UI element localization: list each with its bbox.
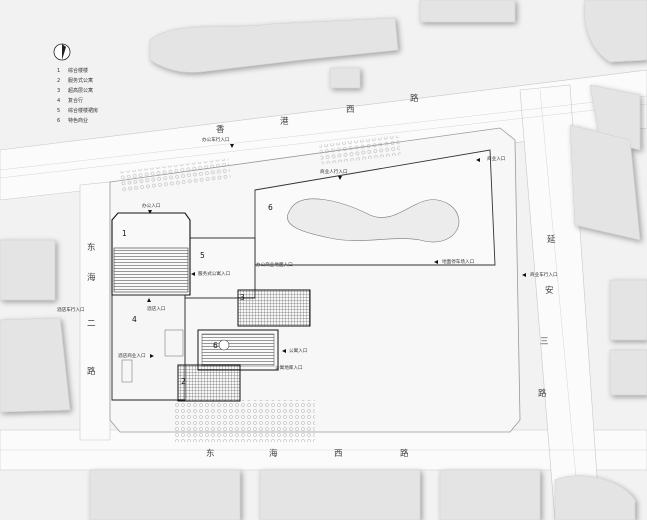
building-number-6-north: 6 — [268, 203, 273, 212]
building-number-4: 4 — [132, 315, 137, 324]
road-lines — [0, 89, 647, 520]
context-building — [149, 17, 399, 73]
context-building — [329, 67, 361, 89]
context-building — [569, 124, 641, 241]
svg-text:二: 二 — [87, 319, 97, 329]
entrance-parking-north: 地面停车场入口 — [442, 258, 475, 265]
arrow-icon — [522, 273, 526, 277]
svg-text:三: 三 — [540, 337, 550, 347]
svg-text:海: 海 — [87, 272, 97, 283]
legend-number: 5 — [57, 108, 60, 114]
entrance-office-garage: 办公商业地面入口 — [256, 261, 293, 268]
arrow-icon — [338, 176, 342, 180]
entrance-retail-east: 商业人行入口 — [320, 168, 348, 175]
svg-text:西: 西 — [346, 105, 356, 115]
entrance-apartment: 服务式公寓入口 — [198, 270, 231, 277]
building-4-void — [164, 329, 184, 357]
arrow-icon — [148, 210, 152, 214]
tree-band-north — [119, 158, 231, 194]
entrance-office-north: 办公车行入口 — [202, 136, 230, 143]
svg-text:路: 路 — [400, 448, 410, 459]
west-road — [79, 181, 111, 441]
north-arrow-needle — [62, 44, 66, 60]
building-6-mid-roof — [201, 333, 275, 367]
arrow-icon — [191, 272, 195, 276]
legend-number: 2 — [57, 78, 60, 84]
entrance-retail-mid: 酒店商业入口 — [118, 352, 146, 359]
svg-text:路: 路 — [87, 366, 97, 377]
tree-band-south — [175, 400, 315, 442]
svg-text:路: 路 — [410, 93, 420, 104]
context-building — [554, 475, 636, 520]
legend-number: 1 — [57, 68, 60, 74]
svg-text:东: 东 — [206, 448, 216, 459]
legend-number: 4 — [57, 98, 60, 104]
arrow-icon — [282, 349, 286, 353]
svg-text:海: 海 — [269, 448, 279, 459]
svg-text:西: 西 — [334, 449, 344, 459]
arrow-icon — [434, 260, 438, 264]
east-road-label: 延 安 三 路 — [538, 234, 557, 399]
legend-label: 综合楼楼 — [68, 67, 88, 74]
legend-label: 超高层公寓 — [68, 87, 93, 94]
legend-number: 3 — [57, 88, 60, 94]
tree-band-north2 — [319, 135, 401, 165]
entrance-arrows — [147, 144, 526, 358]
svg-text:延: 延 — [547, 234, 557, 245]
context-building — [0, 239, 56, 301]
context-building — [89, 469, 241, 520]
entrance-apartment-south: 公寓入口 — [289, 347, 308, 354]
building-number-6-mid: 6 — [213, 341, 218, 350]
entrance-apartment-lobby: 公寓地库入口 — [275, 364, 303, 371]
context-building — [609, 279, 647, 341]
legend-label: 复合行 — [68, 97, 83, 104]
context-building — [0, 317, 71, 413]
arrow-icon — [150, 354, 154, 358]
arrow-icon — [230, 144, 234, 148]
courtyard — [287, 198, 460, 243]
svg-text:香: 香 — [216, 124, 226, 135]
south-road-label: 东 海 西 路 — [206, 448, 410, 459]
west-road-label: 东 海 二 路 — [87, 242, 97, 377]
svg-text:东: 东 — [87, 242, 97, 253]
building-2 — [177, 364, 241, 402]
building-number-1: 1 — [122, 229, 127, 238]
entrance-hotel-south: 酒店入口 — [147, 305, 166, 312]
building-number-5: 5 — [200, 251, 205, 260]
context-building — [584, 0, 647, 63]
context-building — [439, 469, 541, 520]
legend — [53, 43, 71, 61]
entrance-shop: 商业入口 — [487, 155, 506, 162]
entrance-labels: 办公车行入口 商业入口 商业人行入口 办公入口 服务式公寓入口 办公商业地面入口… — [57, 136, 558, 371]
legend-label: 服务式公寓 — [68, 77, 93, 84]
entrance-west-pedestrian: 酒店车行入口 — [57, 306, 85, 313]
context-building — [419, 0, 516, 23]
svg-text:港: 港 — [280, 116, 290, 127]
context-building — [259, 469, 421, 520]
svg-text:路: 路 — [538, 388, 548, 399]
context-building — [609, 349, 647, 396]
building-number-2: 2 — [181, 377, 186, 386]
building-1-roof — [113, 247, 189, 293]
building-5 — [184, 237, 256, 299]
legend-label: 特色商业 — [68, 117, 88, 124]
legend-label: 综合楼楼裙房 — [68, 107, 98, 114]
building-4-void — [121, 359, 133, 383]
arrow-icon — [476, 158, 480, 162]
entrance-office-main: 办公入口 — [142, 202, 161, 209]
building-3 — [237, 289, 311, 327]
entrance-east-office: 商业车行入口 — [530, 271, 558, 278]
building-number-3: 3 — [240, 293, 245, 302]
svg-text:安: 安 — [545, 285, 555, 296]
fountain — [218, 339, 230, 351]
legend-number: 6 — [57, 118, 60, 124]
north-road-label: 香 港 西 路 — [216, 93, 420, 135]
arrow-icon — [147, 298, 151, 302]
legend-items: 1 综合楼楼 2 服务式公寓 3 超高层公寓 4 复合行 5 综合楼楼裙房 6 特色商业 — [57, 67, 98, 124]
